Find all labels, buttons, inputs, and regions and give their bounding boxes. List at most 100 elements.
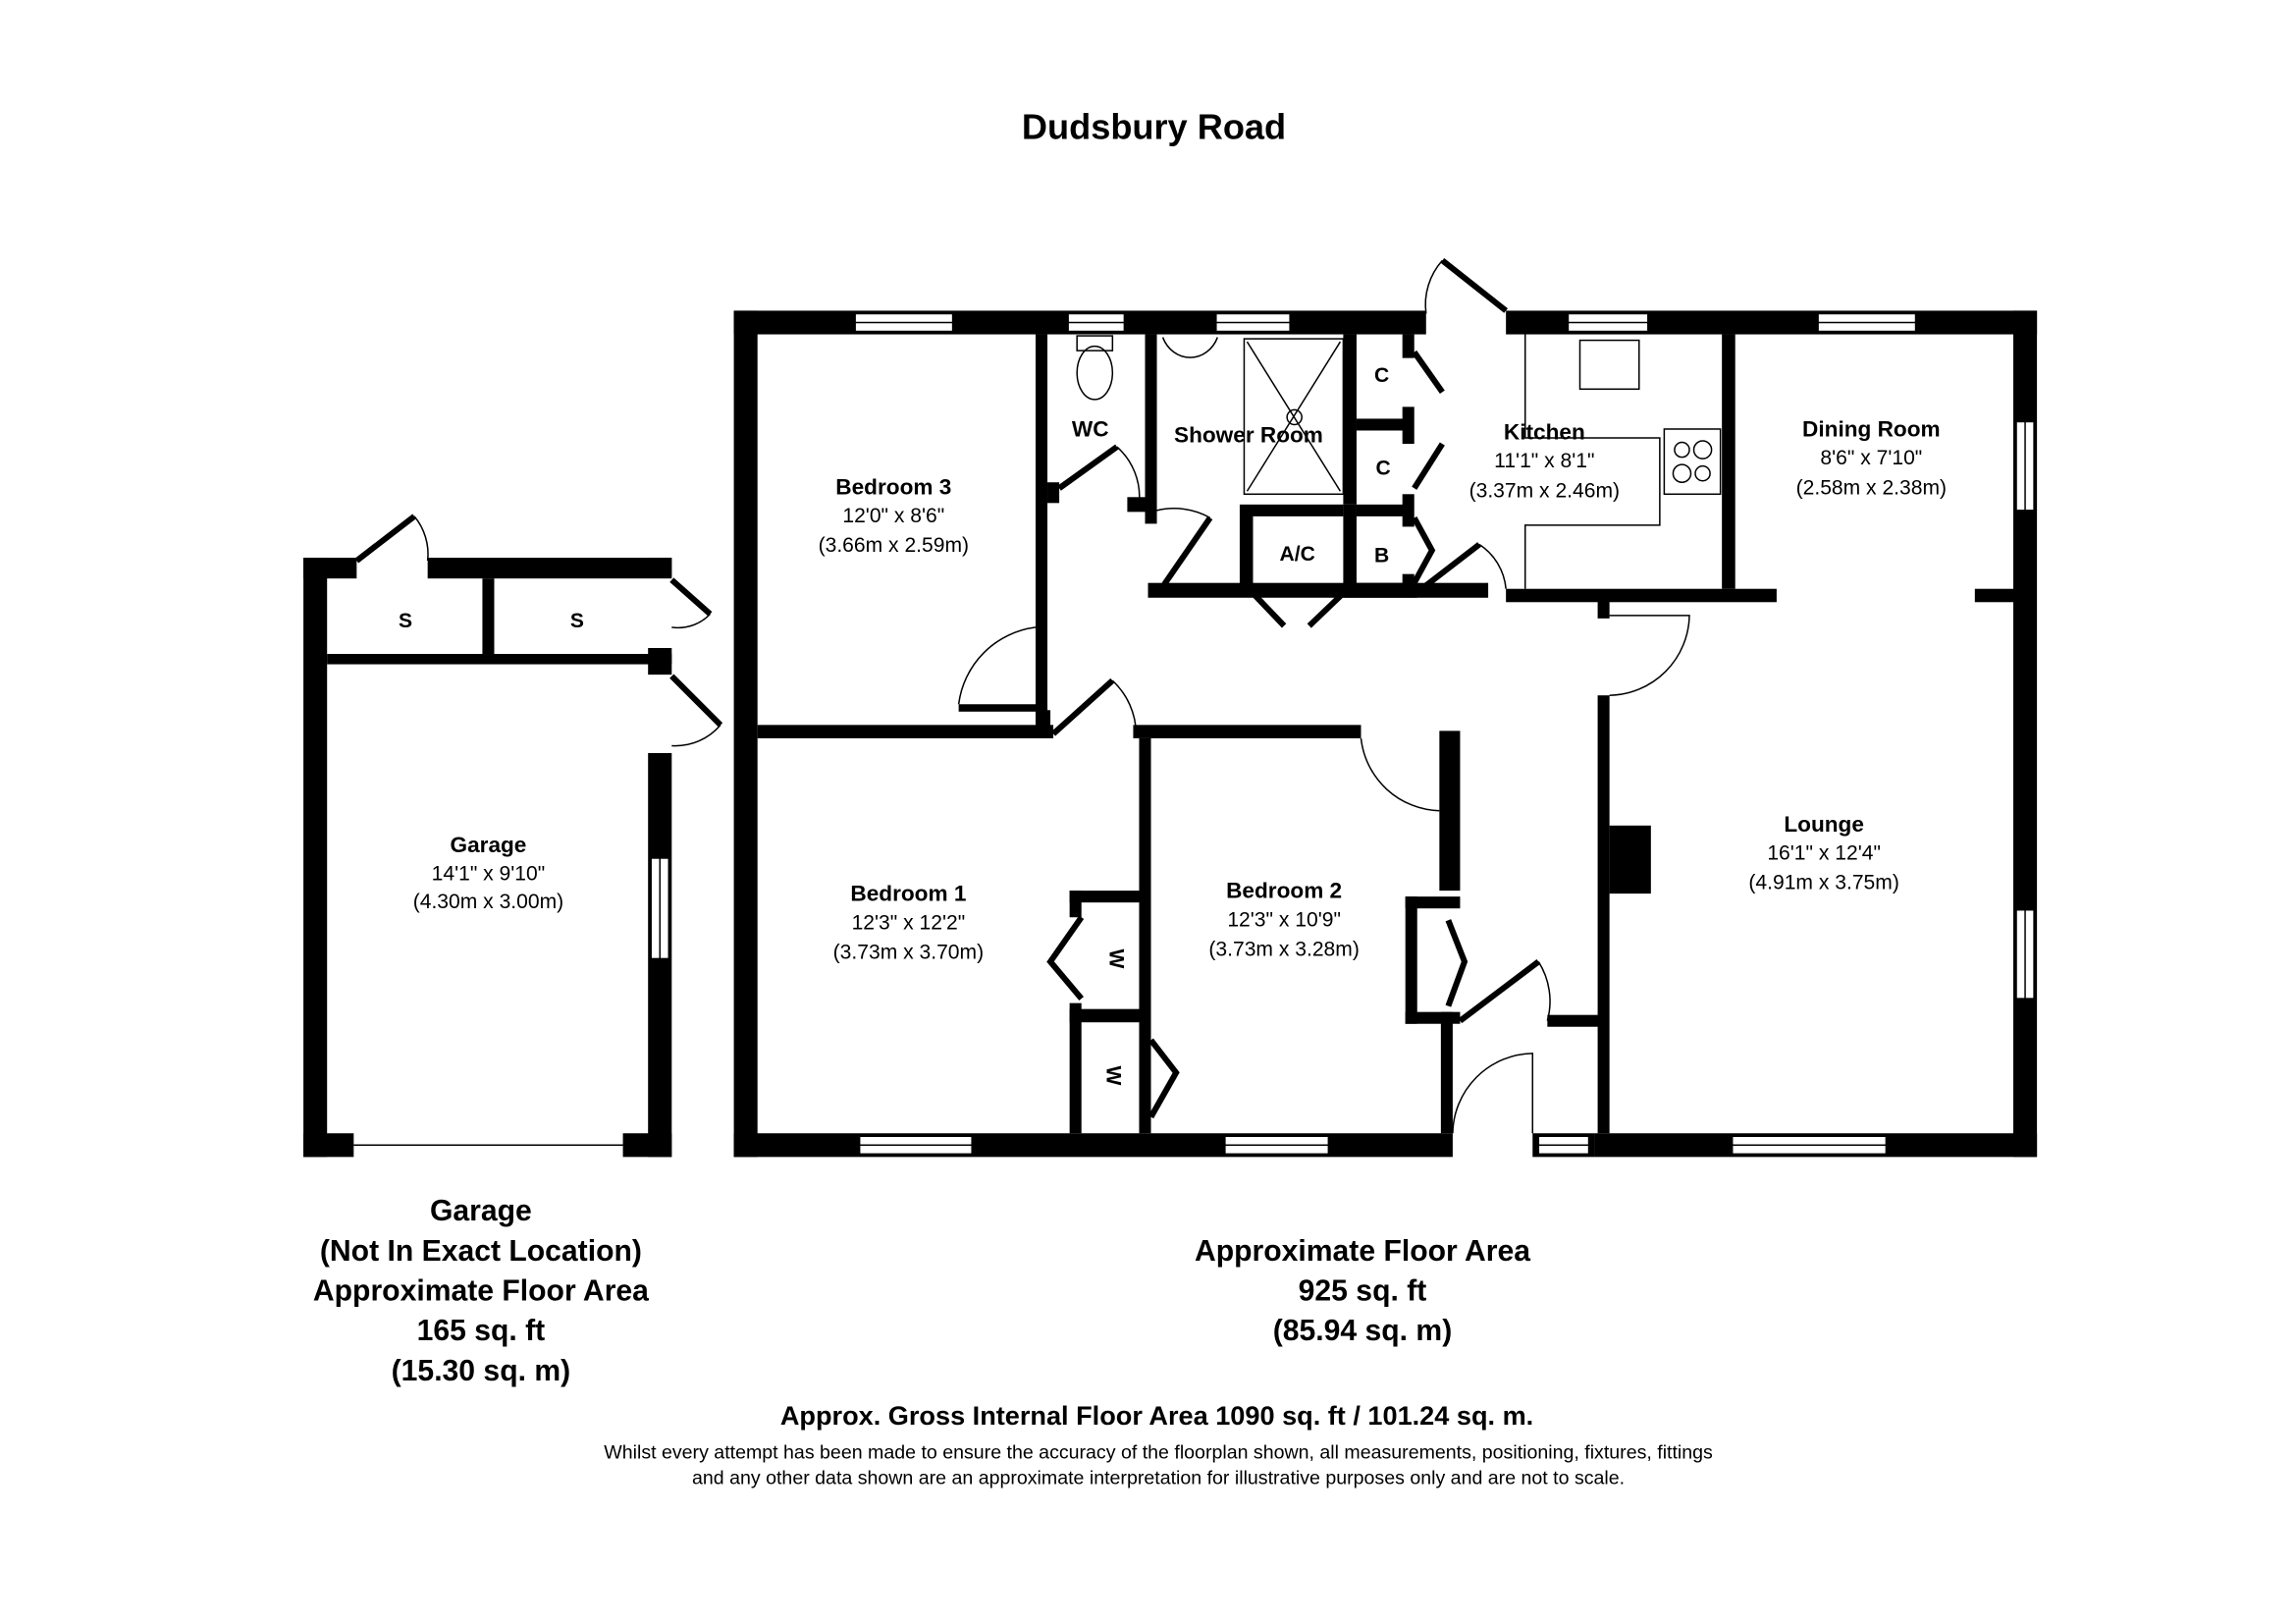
wall	[1343, 582, 1417, 598]
svg-text:(4.91m x 3.75m): (4.91m x 3.75m)	[1748, 872, 1898, 894]
door-swing	[1360, 737, 1440, 812]
svg-text:Bedroom 3: Bedroom 3	[835, 474, 951, 499]
wall	[1356, 418, 1409, 431]
kitchen-worktop	[1523, 334, 1661, 589]
store-label: S	[399, 610, 412, 632]
back-door-leaf	[1440, 257, 1509, 313]
svg-text:(3.37m x 2.46m): (3.37m x 2.46m)	[1469, 479, 1620, 502]
svg-text:Garage: Garage	[430, 1195, 532, 1227]
wall	[1597, 600, 1610, 619]
wall	[1069, 891, 1082, 918]
wall	[648, 558, 672, 577]
room-wc: WC	[1072, 417, 1109, 442]
svg-text:(85.94 sq. m): (85.94 sq. m)	[1273, 1315, 1453, 1347]
svg-text:11'1" x 8'1": 11'1" x 8'1"	[1494, 450, 1594, 472]
wall	[1974, 588, 2017, 603]
gross-area: Approx. Gross Internal Floor Area 1090 s…	[780, 1400, 1533, 1431]
store-label: S	[570, 610, 584, 632]
wall	[1547, 1014, 1601, 1027]
plan-title: Dudsbury Road	[1022, 107, 1286, 147]
svg-text:8'6" x 7'10": 8'6" x 7'10"	[1820, 447, 1922, 469]
wall	[427, 558, 672, 579]
svg-text:Dining Room: Dining Room	[1802, 417, 1941, 442]
room-dining-room: Dining Room 8'6" x 7'10" (2.58m x 2.38m)	[1796, 417, 1947, 500]
wall	[1405, 896, 1461, 909]
svg-text:Bedroom 1: Bedroom 1	[850, 882, 966, 906]
wall	[1035, 710, 1051, 737]
svg-text:Approximate Floor Area: Approximate Floor Area	[1195, 1235, 1530, 1268]
wall	[1253, 504, 1344, 516]
wall	[327, 654, 672, 665]
room-bedroom2: Bedroom 2 12'3" x 10'9" (3.73m x 3.28m)	[1208, 879, 1359, 961]
wall	[1148, 582, 1489, 598]
svg-text:(3.73m x 3.28m): (3.73m x 3.28m)	[1208, 938, 1359, 960]
wall-bottom-left	[733, 1133, 1453, 1158]
svg-text:(Not In Exact Location): (Not In Exact Location)	[320, 1235, 642, 1268]
wall	[958, 704, 1048, 712]
chimney-breast	[1609, 825, 1651, 894]
front-door-leaf	[1458, 959, 1541, 1024]
garage: S S	[303, 514, 723, 1158]
svg-text:925 sq. ft: 925 sq. ft	[1299, 1275, 1427, 1308]
toilet-icon	[1076, 345, 1114, 401]
wall	[1439, 730, 1461, 892]
svg-text:Kitchen: Kitchen	[1504, 420, 1585, 445]
kitchen-door-leaf	[1419, 542, 1481, 592]
door-leaf	[669, 577, 713, 617]
wall	[622, 1133, 672, 1158]
basin-icon	[1161, 337, 1219, 358]
wall	[1139, 737, 1151, 1134]
wc-door-leaf	[1057, 444, 1119, 491]
wall	[1343, 334, 1357, 505]
wall	[1035, 334, 1048, 737]
cupboard-label: C	[1375, 458, 1390, 480]
wardrobe-door	[1046, 915, 1085, 1001]
ac-label: A/C	[1280, 543, 1315, 566]
wall	[1356, 504, 1409, 516]
svg-text:12'3" x 10'9": 12'3" x 10'9"	[1227, 908, 1341, 931]
main-house: W W	[733, 257, 2038, 1158]
wall	[1145, 334, 1157, 524]
room-shower-room: Shower Room	[1174, 423, 1323, 448]
svg-text:(15.30 sq. m): (15.30 sq. m)	[392, 1355, 571, 1387]
wall	[1405, 896, 1417, 1024]
wall	[1402, 406, 1415, 445]
wall	[1127, 497, 1154, 513]
svg-text:16'1" x 12'4": 16'1" x 12'4"	[1767, 841, 1881, 864]
door-leaf	[354, 514, 416, 564]
cupboard-label: C	[1374, 364, 1389, 387]
door-swing	[1609, 615, 1690, 696]
wall	[1506, 588, 1777, 603]
cupboard-door	[1412, 515, 1436, 585]
wall	[1440, 1011, 1453, 1134]
sink-icon	[1578, 339, 1640, 391]
svg-text:Bedroom 2: Bedroom 2	[1226, 879, 1342, 903]
wall	[1722, 334, 1735, 589]
wall	[1069, 1002, 1082, 1134]
svg-text:(4.30m x 3.00m): (4.30m x 3.00m)	[413, 891, 563, 913]
cupboard-door	[1445, 919, 1468, 1007]
room-lounge: Lounge 16'1" x 12'4" (4.91m x 3.75m)	[1748, 812, 1898, 894]
wall	[1069, 891, 1147, 903]
svg-text:12'0" x 8'6": 12'0" x 8'6"	[842, 505, 944, 527]
disclaimer-line1: Whilst every attempt has been made to en…	[604, 1442, 1713, 1464]
room-bedroom3: Bedroom 3 12'0" x 8'6" (3.66m x 2.59m)	[819, 474, 969, 557]
svg-text:12'3" x 12'2": 12'3" x 12'2"	[852, 911, 966, 934]
wall	[1597, 695, 1610, 1134]
svg-text:Lounge: Lounge	[1784, 812, 1864, 837]
door-leaf	[1051, 677, 1115, 736]
wall	[1047, 482, 1060, 504]
wardrobe-label: W	[1104, 948, 1127, 968]
wall-left	[733, 310, 758, 1158]
wall	[1402, 494, 1415, 527]
wardrobe-label: W	[1101, 1066, 1124, 1086]
wall	[1402, 334, 1415, 358]
wall	[1343, 504, 1357, 594]
door-swing	[957, 626, 1037, 705]
garage-area-summary: Garage (Not In Exact Location) Approxima…	[313, 1195, 649, 1387]
wall	[1402, 573, 1415, 592]
door-leaf	[669, 674, 723, 728]
room-garage: Garage 14'1" x 9'10" (4.30m x 3.00m)	[413, 833, 563, 913]
drain-icon	[1286, 408, 1303, 426]
